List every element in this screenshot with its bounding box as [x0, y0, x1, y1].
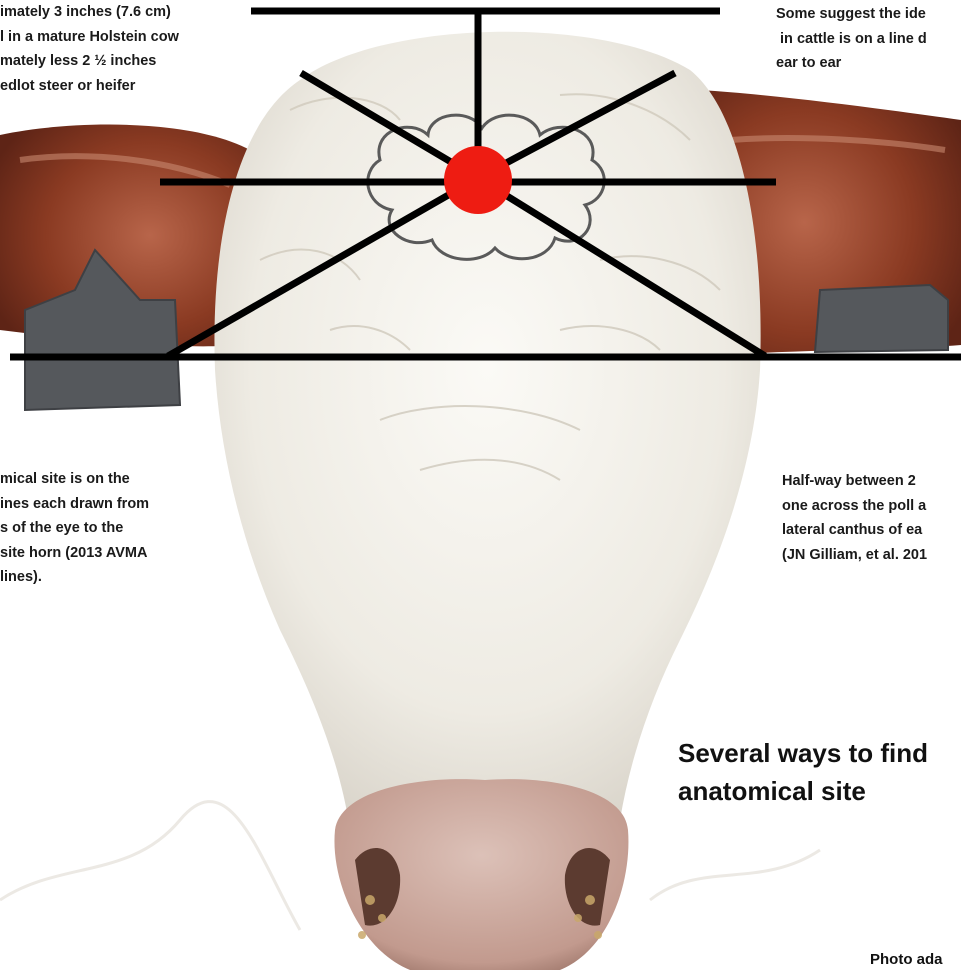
muzzle [334, 779, 628, 970]
note-mid-left-line: lines). [0, 565, 200, 590]
note-top-left-line: imately 3 inches (7.6 cm) [0, 0, 240, 25]
photo-credit: Photo ada [870, 950, 961, 970]
note-top-right-line: in cattle is on a line d [776, 27, 961, 52]
target-dot [444, 146, 512, 214]
note-mid-right-line: (JN Gilliam, et al. 201 [782, 543, 961, 568]
note-top-left: imately 3 inches (7.6 cm) l in a mature … [0, 0, 240, 98]
heading-line: Several ways to find [678, 734, 961, 772]
note-top-left-line: mately less 2 ½ inches [0, 49, 240, 74]
note-top-left-line: l in a mature Holstein cow [0, 25, 240, 50]
note-top-right-line: Some suggest the ide [776, 2, 961, 27]
note-mid-left-line: mical site is on the [0, 467, 200, 492]
note-mid-left: mical site is on the ines each drawn fro… [0, 467, 200, 590]
note-mid-right-line: lateral canthus of ea [782, 518, 961, 543]
diagram-heading: Several ways to find anatomical site [678, 734, 961, 810]
note-top-right-line: ear to ear [776, 51, 961, 76]
note-mid-right: Half-way between 2 one across the poll a… [782, 469, 961, 567]
right-ear-tag [815, 285, 948, 352]
heading-line: anatomical site [678, 772, 961, 810]
note-mid-right-line: Half-way between 2 [782, 469, 961, 494]
note-mid-left-line: ines each drawn from [0, 492, 200, 517]
note-mid-left-line: s of the eye to the [0, 516, 200, 541]
note-mid-left-line: site horn (2013 AVMA [0, 541, 200, 566]
note-top-left-line: edlot steer or heifer [0, 74, 240, 99]
note-top-right: Some suggest the ide in cattle is on a l… [776, 2, 961, 76]
note-mid-right-line: one across the poll a [782, 494, 961, 519]
